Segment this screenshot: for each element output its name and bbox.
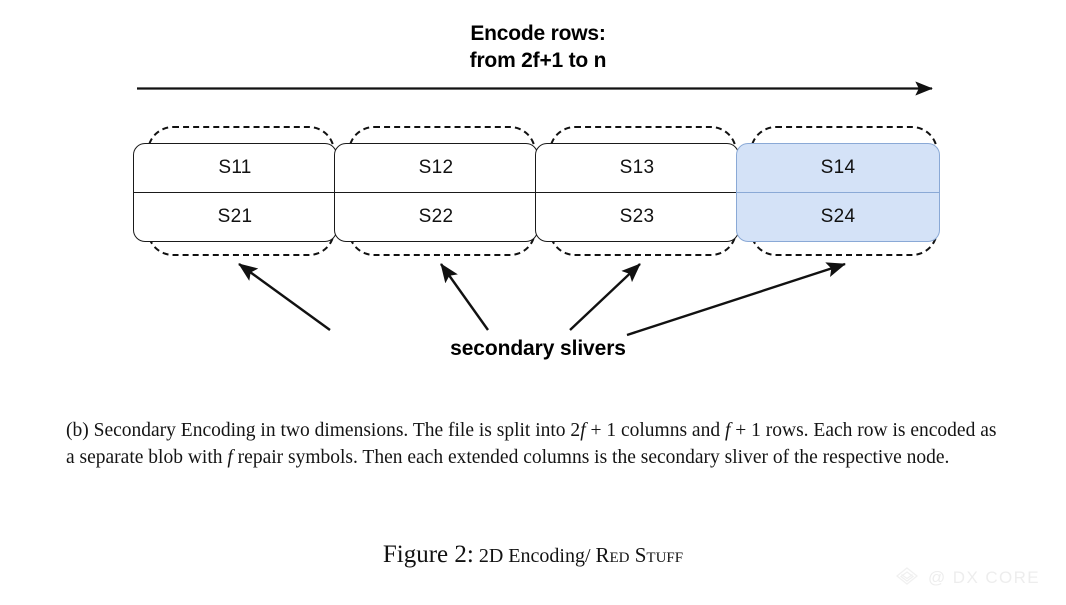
sliver-arrow-col-4 — [626, 262, 846, 337]
caption-var-f-3: f — [227, 446, 233, 468]
caption-tag: (b) — [66, 420, 89, 441]
figure-caption: (b) Secondary Encoding in two dimensions… — [66, 418, 1004, 471]
figure-title: Figure 2: 2D Encoding/ Red Stuff — [0, 541, 1066, 569]
caption-part-2: + 1 columns and — [585, 420, 725, 441]
caption-part-1: Secondary Encoding in two dimensions. Th… — [88, 420, 581, 441]
cell-s12: S12 — [334, 143, 538, 193]
caption-var-f-1: f — [580, 420, 586, 441]
cell-s21: S21 — [133, 192, 337, 242]
cell-label: S11 — [218, 157, 252, 178]
encoding-grid: S11 S21 S12 S22 S13 S23 S14 S24 — [133, 126, 940, 256]
diagram-arrows-layer — [137, 81, 933, 337]
figure-subject: 2D Encoding/ — [473, 545, 596, 567]
diamond-logo-icon — [895, 567, 919, 585]
sliver-arrow-col-2 — [440, 263, 489, 331]
encode-rows-title-line1: Encode rows: — [470, 22, 606, 45]
figure-number: Figure 2: — [382, 541, 474, 568]
cell-label: S12 — [418, 157, 454, 178]
cell-label: S21 — [217, 206, 253, 227]
cell-label: S13 — [619, 157, 655, 178]
cell-label: S24 — [820, 206, 856, 227]
cell-s14: S14 — [736, 143, 940, 193]
watermark-text: @ DX CORE — [928, 568, 1041, 587]
cell-s23: S23 — [535, 192, 739, 242]
cell-s11: S11 — [133, 143, 337, 193]
caption-var-f-2: f — [724, 420, 731, 441]
cell-label: S23 — [619, 206, 655, 227]
cell-s22: S22 — [334, 192, 538, 242]
figure-diagram: Encode rows: from 2f+1 to n S11 S21 S12 — [133, 20, 940, 360]
watermark: @ DX CORE — [892, 565, 1040, 591]
cell-label: S14 — [820, 157, 856, 178]
cell-s24: S24 — [736, 192, 940, 242]
cell-s13: S13 — [535, 143, 739, 193]
secondary-slivers-label: secondary slivers — [450, 337, 626, 360]
sliver-arrow-col-1 — [238, 263, 331, 331]
sliver-arrow-col-3 — [569, 263, 641, 331]
encode-rows-title-line2: from 2f+1 to n — [469, 49, 607, 72]
encode-rows-title: Encode rows: from 2f+1 to n — [338, 20, 738, 74]
caption-part-4: repair symbols. Then each extended colum… — [232, 446, 950, 468]
cell-label: S22 — [418, 206, 454, 227]
figure-system-name: Red Stuff — [595, 543, 684, 567]
caption-part-3: + 1 rows. Each row is encoded as a separ… — [66, 420, 997, 468]
